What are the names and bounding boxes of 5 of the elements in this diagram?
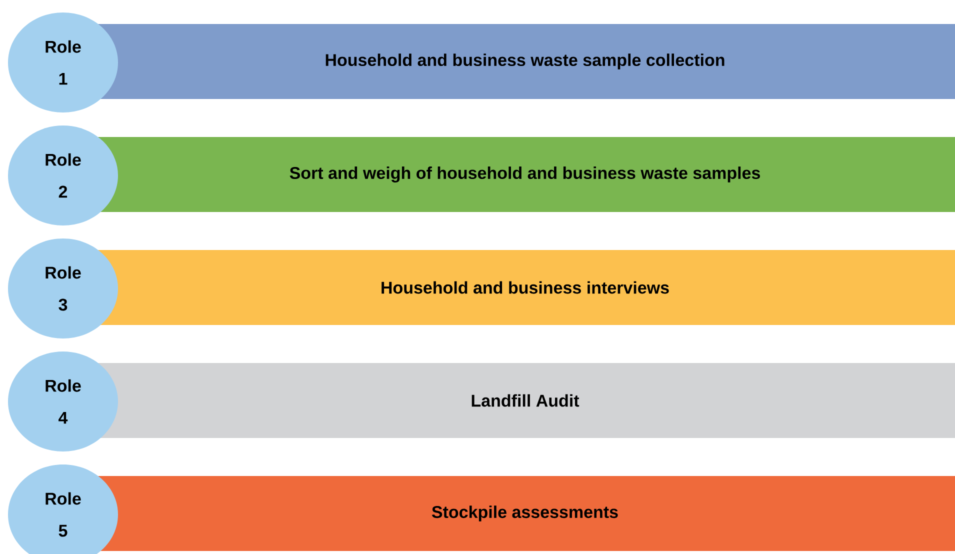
role-bar: Landfill Audit: [95, 363, 955, 438]
role-bar: Sort and weigh of household and business waste samples: [95, 137, 955, 212]
role-bar: Stockpile assessments: [95, 476, 955, 551]
role-bar: Household and business interviews: [95, 250, 955, 325]
role-bar: Household and business waste sample collection: [95, 24, 955, 99]
